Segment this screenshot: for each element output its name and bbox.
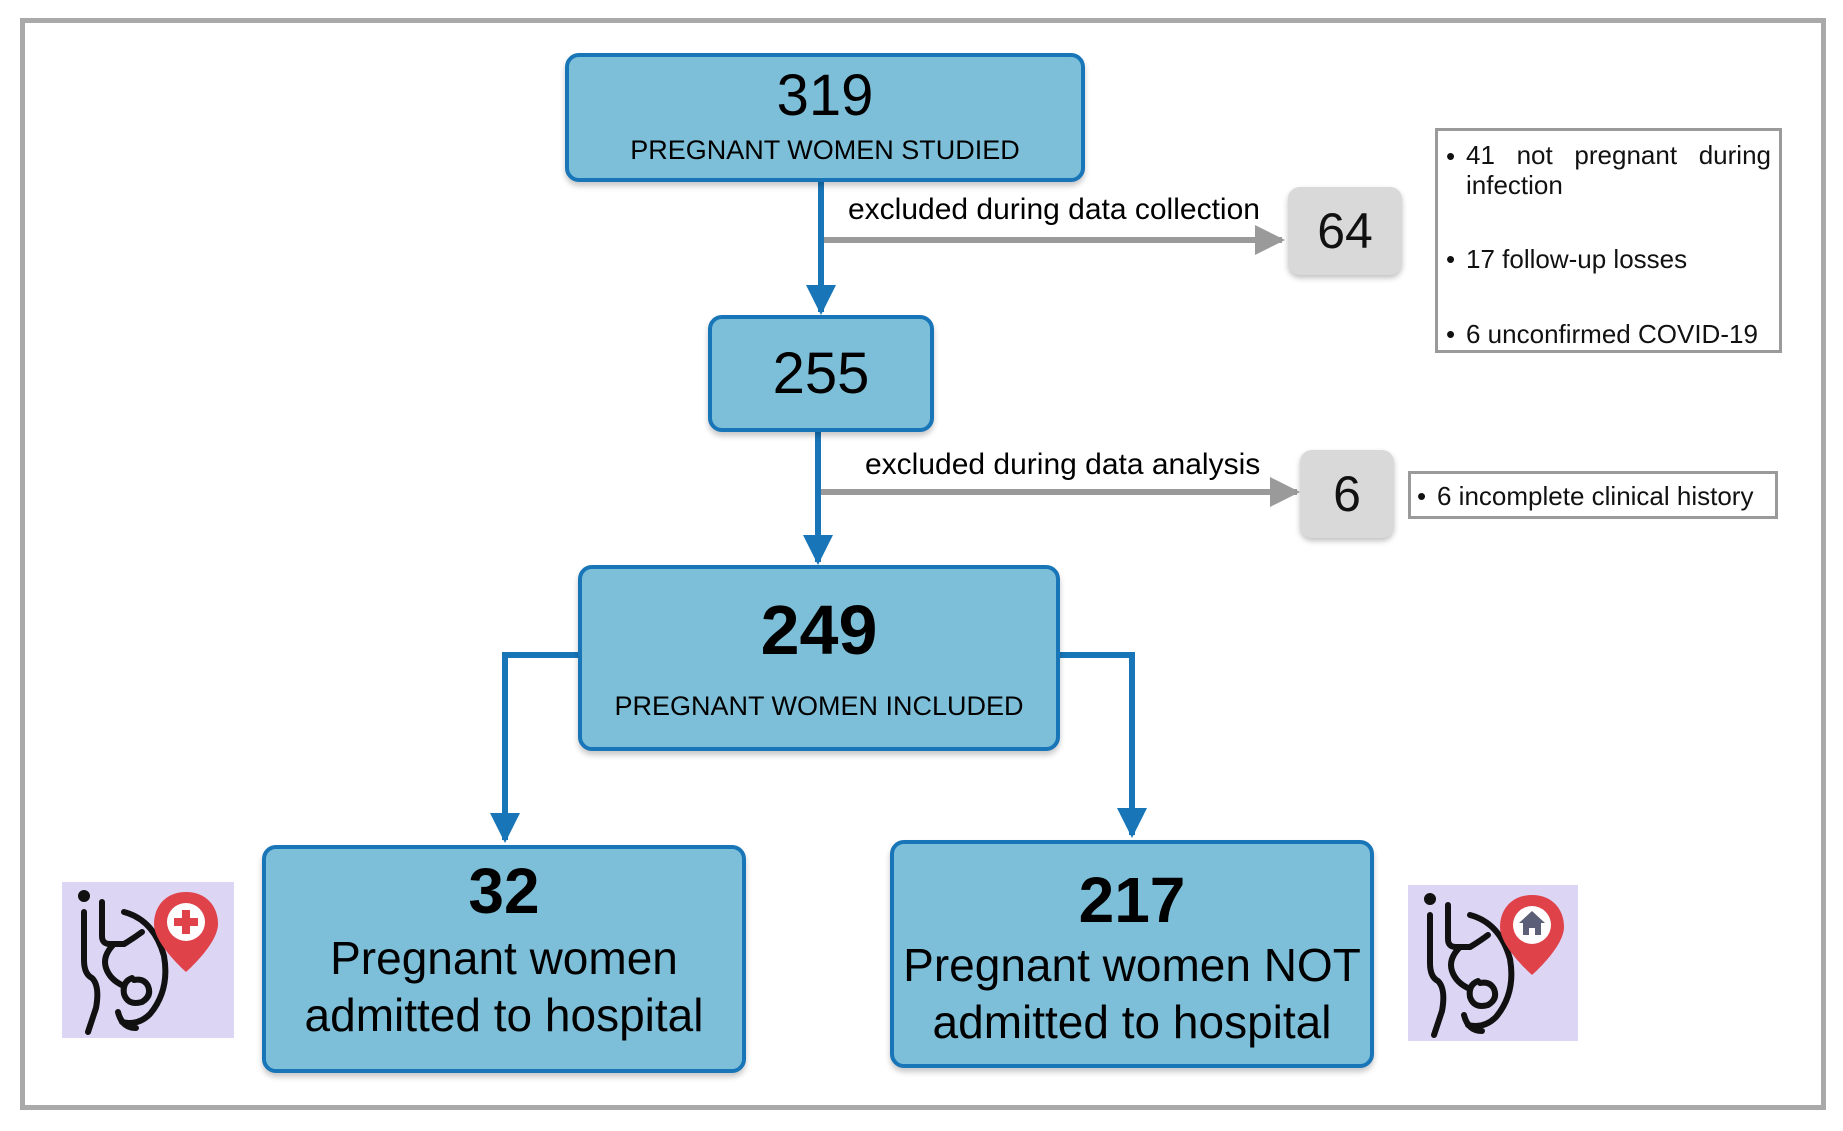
reason-text: 41 not pregnant during infection xyxy=(1466,140,1771,200)
hospital-admitted-count: 32 xyxy=(468,855,540,927)
hospital-admitted-caption-2: admitted to hospital xyxy=(304,988,704,1041)
hospital-admitted-caption-1: Pregnant women xyxy=(330,932,678,984)
excluded-collection-count-box: 64 xyxy=(1288,187,1402,275)
exclusion-collection-label: excluded during data collection xyxy=(848,193,1260,226)
reason-text: 6 unconfirmed COVID-19 xyxy=(1466,319,1758,349)
excluded-collection-count: 64 xyxy=(1317,203,1373,259)
after-collection-box: 255 xyxy=(708,315,934,432)
exclusion-collection-reasons: • 41 not pregnant during infection • 17 … xyxy=(1435,128,1782,353)
not-hospital-admitted-caption-1: Pregnant women NOT xyxy=(903,939,1361,991)
excluded-analysis-count: 6 xyxy=(1333,466,1361,522)
not-hospital-admitted-caption-2: admitted to hospital xyxy=(932,995,1332,1048)
reason-item: • 41 not pregnant during infection xyxy=(1446,140,1771,200)
reason-text: 17 follow-up losses xyxy=(1466,244,1688,274)
included-caption: PREGNANT WOMEN INCLUDED xyxy=(614,691,1024,721)
studied-count: 319 xyxy=(776,63,874,128)
reason-item: • 17 follow-up losses xyxy=(1446,244,1688,274)
included-box: 249 PREGNANT WOMEN INCLUDED xyxy=(578,565,1060,751)
exclusion-analysis-reasons: • 6 incomplete clinical history xyxy=(1408,471,1778,519)
hospital-admitted-box: 32 Pregnant women admitted to hospital xyxy=(262,845,746,1073)
arrow-249-to-32 xyxy=(490,652,578,843)
studied-box: 319 PREGNANT WOMEN STUDIED xyxy=(565,53,1085,182)
reason-item: • 6 incomplete clinical history xyxy=(1417,481,1754,511)
exclusion-analysis-label: excluded during data analysis xyxy=(865,448,1261,481)
not-hospital-admitted-box: 217 Pregnant women NOT admitted to hospi… xyxy=(890,840,1374,1068)
included-count: 249 xyxy=(760,591,878,669)
not-hospital-admitted-count: 217 xyxy=(1078,864,1186,936)
pregnant-woman-hospital-pin-icon xyxy=(62,882,234,1038)
reason-text: 6 incomplete clinical history xyxy=(1437,481,1754,511)
studied-caption: PREGNANT WOMEN STUDIED xyxy=(630,135,1020,165)
pregnant-woman-home-pin-icon xyxy=(1408,885,1578,1041)
excluded-analysis-count-box: 6 xyxy=(1300,450,1394,538)
reason-item: • 6 unconfirmed COVID-19 xyxy=(1446,319,1758,349)
arrow-249-to-217 xyxy=(1060,652,1147,838)
after-collection-count: 255 xyxy=(772,341,870,406)
